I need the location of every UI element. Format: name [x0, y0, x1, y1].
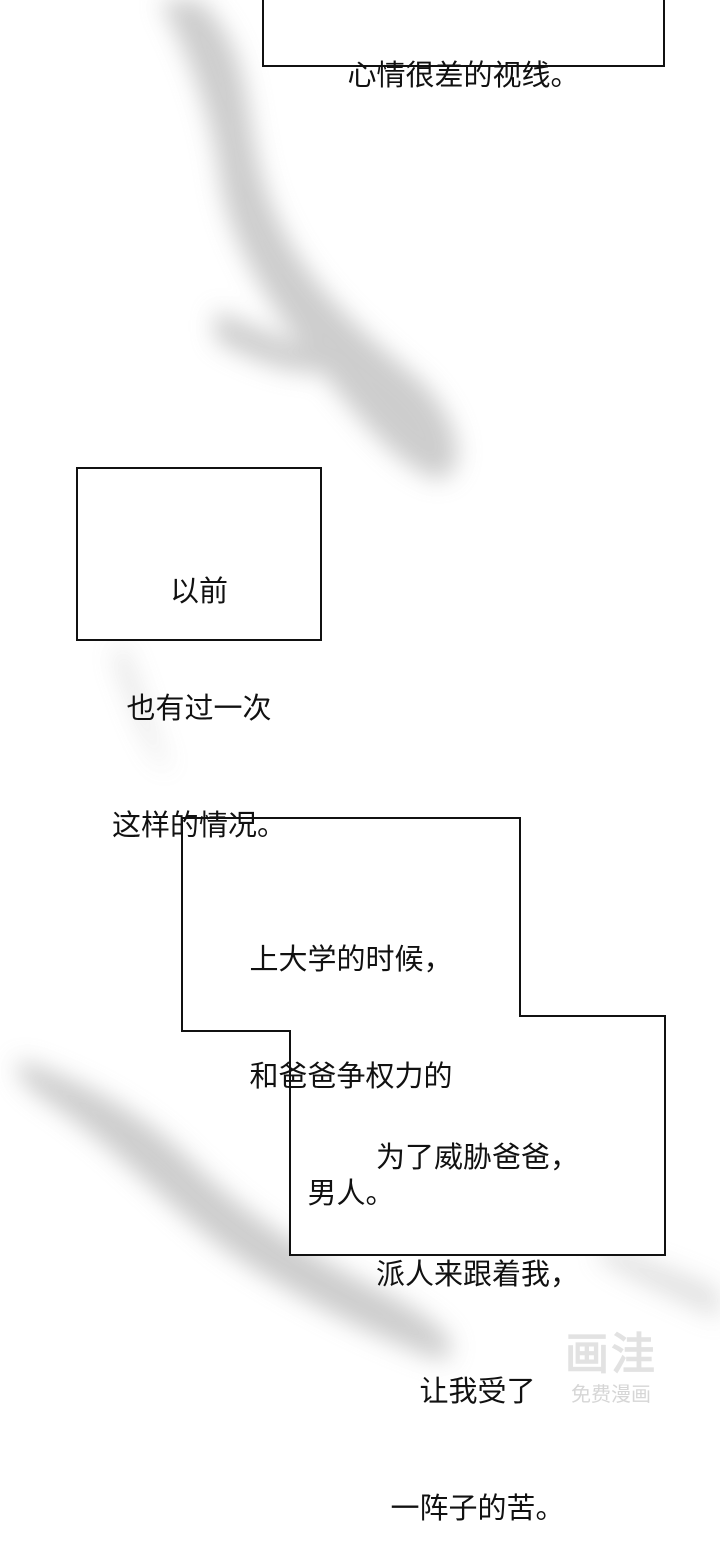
- speech-line: 以前: [169, 574, 228, 608]
- speech-box-1: [262, 0, 665, 67]
- speech-text-1: 心情很差的视线。: [262, 0, 665, 134]
- speech-line: 男人。: [307, 1176, 395, 1210]
- speech-line: 这样的情况。: [111, 808, 286, 842]
- speech-text-3: 上大学的时候， 和爸爸争权力的 男人。: [182, 862, 520, 1252]
- speech-line: 一阵子的苦。: [390, 1491, 565, 1525]
- speech-line: 派人来跟着我，: [375, 1257, 579, 1291]
- speech-text-2: 以前 也有过一次 这样的情况。: [76, 494, 322, 884]
- watermark-subtitle: 免费漫画: [571, 1382, 651, 1406]
- speech-line: 也有过一次: [126, 691, 272, 725]
- speech-line: 上大学的时候，: [249, 942, 453, 976]
- speech-box-2: [76, 467, 322, 641]
- smoke-background-art: [17, 0, 720, 1360]
- speech-text-4: 为了威胁爸爸， 派人来跟着我， 让我受了 一阵子的苦。: [290, 1060, 665, 1567]
- watermark-logo: 画洼: [565, 1329, 657, 1380]
- speech-line: 和爸爸争权力的: [249, 1059, 453, 1093]
- speech-line: 让我受了: [419, 1374, 536, 1408]
- speech-line: 心情很差的视线。: [347, 58, 580, 92]
- speech-line: 为了威胁爸爸，: [375, 1140, 579, 1174]
- speech-box-3: [181, 817, 666, 1256]
- watermark: 画洼 免费漫画: [565, 1318, 657, 1407]
